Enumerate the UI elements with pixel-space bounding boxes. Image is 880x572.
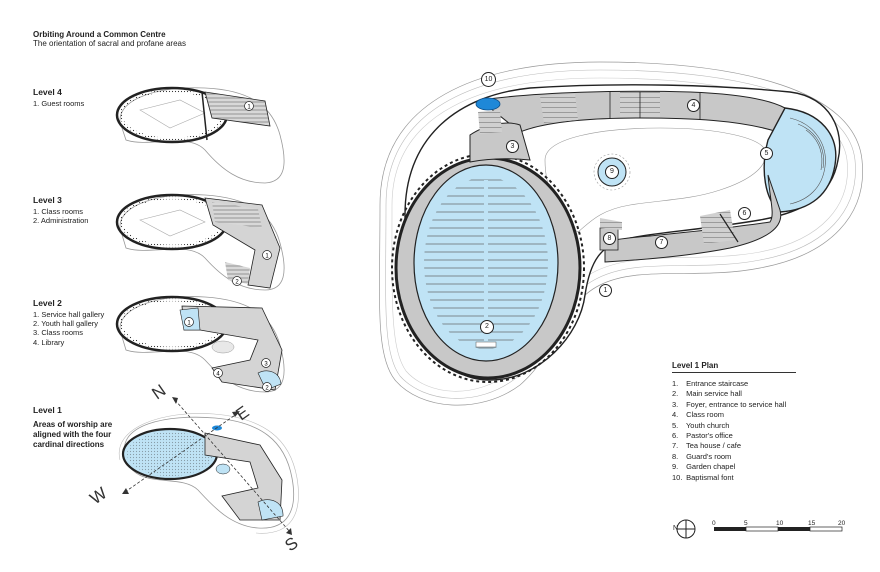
level-2-item: 1. Service hall gallery [33, 310, 105, 319]
level-2-marker: 4 [216, 372, 220, 378]
level-4-list: 1. Guest rooms [33, 99, 84, 108]
level-4-heading: Level 4 [33, 87, 62, 97]
level-1-plan [118, 413, 299, 534]
scale-tick: 20 [838, 520, 846, 527]
level-3-list: 1. Class rooms 2. Administration [33, 207, 88, 225]
north-arrow-label: N [673, 525, 679, 532]
plan-marker-garden-chapel: 9 [605, 165, 619, 179]
scale-tick: 0 [712, 520, 716, 527]
legend-item: 2. Main service hall [672, 389, 742, 399]
scale-tick: 5 [744, 520, 748, 527]
level-2-plan [115, 295, 285, 393]
level-2-marker: 1 [187, 321, 191, 327]
legend-item: 3. Foyer, entrance to service hall [672, 399, 787, 409]
plan-marker-pastors-office: 6 [738, 207, 751, 220]
scale-tick: 15 [808, 520, 816, 527]
plan-marker-foyer: 3 [506, 140, 519, 153]
level-2-marker: 3 [264, 362, 268, 368]
level-3-heading: Level 3 [33, 195, 62, 205]
legend-list: 1. Entrance staircase 2. Main service ha… [672, 379, 786, 483]
compass-axes [122, 397, 292, 535]
level-2-item: 2. Youth hall gallery [33, 319, 99, 329]
legend-title: Level 1 Plan [672, 361, 719, 370]
level-3-marker: 1 [265, 254, 269, 260]
legend-item: 4. Class room [672, 410, 725, 420]
legend-item: 10. Baptismal font [672, 472, 734, 482]
page-title: Orbiting Around a Common Centre [33, 30, 166, 39]
level-1-note: Areas of worship are aligned with the fo… [33, 420, 113, 449]
plan-marker-baptismal-font: 10 [481, 72, 496, 87]
level-2-item: 3. Class rooms [33, 328, 84, 338]
legend-divider [672, 372, 796, 373]
level-2-heading: Level 2 [33, 298, 62, 308]
scale-bar-group [676, 519, 843, 539]
level-4-item: 1. Guest rooms [33, 99, 85, 108]
legend-item: 1. Entrance staircase [672, 379, 749, 388]
plan-marker-main-service-hall: 2 [480, 320, 494, 334]
level-3-plan [115, 193, 285, 291]
legend-item: 7. Tea house / cafe [672, 441, 741, 451]
legend-item: 6. Pastor's office [672, 431, 733, 441]
level-3-item: 2. Administration [33, 216, 89, 226]
legend-item: 9. Garden chapel [672, 462, 736, 472]
level-4-marker: 1 [247, 105, 251, 111]
plan-marker-entrance-staircase: 1 [599, 284, 612, 297]
page-subtitle: The orientation of sacral and profane ar… [33, 39, 186, 48]
level-3-marker: 2 [235, 280, 239, 286]
plan-marker-tea-house: 7 [655, 236, 668, 249]
plan-marker-guards-room: 8 [603, 232, 616, 245]
scale-bar [714, 526, 843, 532]
legend-item: 8. Guard's room [672, 451, 732, 461]
plan-marker-class-room: 4 [687, 99, 700, 112]
level-2-marker: 2 [265, 386, 269, 392]
scale-tick: 10 [776, 520, 784, 527]
level-1-heading: Level 1 [33, 405, 62, 415]
level-4-plan [115, 86, 285, 184]
legend-item: 5. Youth church [672, 420, 730, 430]
plan-marker-youth-church: 5 [760, 147, 773, 160]
level-2-item: 4. Library [33, 337, 65, 347]
level-2-list: 1. Service hall gallery 2. Youth hall ga… [33, 310, 104, 347]
level-3-item: 1. Class rooms [33, 207, 84, 216]
